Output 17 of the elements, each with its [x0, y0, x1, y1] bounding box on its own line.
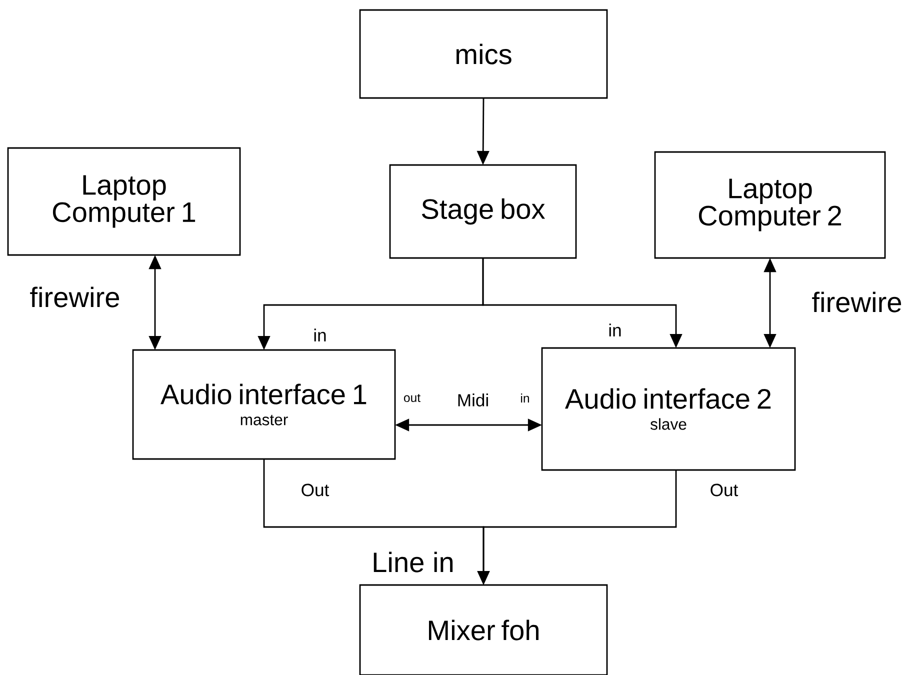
- edge-label: in: [311, 326, 329, 344]
- edge-label: Midi: [455, 392, 491, 408]
- edge-label: firewire: [810, 290, 904, 314]
- box: Audio interface 2 slave: [541, 347, 796, 471]
- port-label: Line in: [374, 552, 453, 572]
- edge-label: Out: [708, 482, 740, 498]
- box: Laptop Computer 1: [7, 147, 241, 256]
- box: Audio interface 1 master: [132, 349, 396, 460]
- edge-label: in: [606, 322, 624, 338]
- box: mics: [359, 9, 608, 99]
- box: Mixer foh: [359, 584, 608, 675]
- port-label: out: [404, 394, 420, 402]
- port-label: in: [521, 394, 529, 402]
- edge-label: Out: [299, 482, 331, 498]
- box: Stage box: [389, 164, 577, 259]
- box: Laptop Computer 2: [654, 151, 886, 259]
- edge-label: firewire: [28, 284, 122, 310]
